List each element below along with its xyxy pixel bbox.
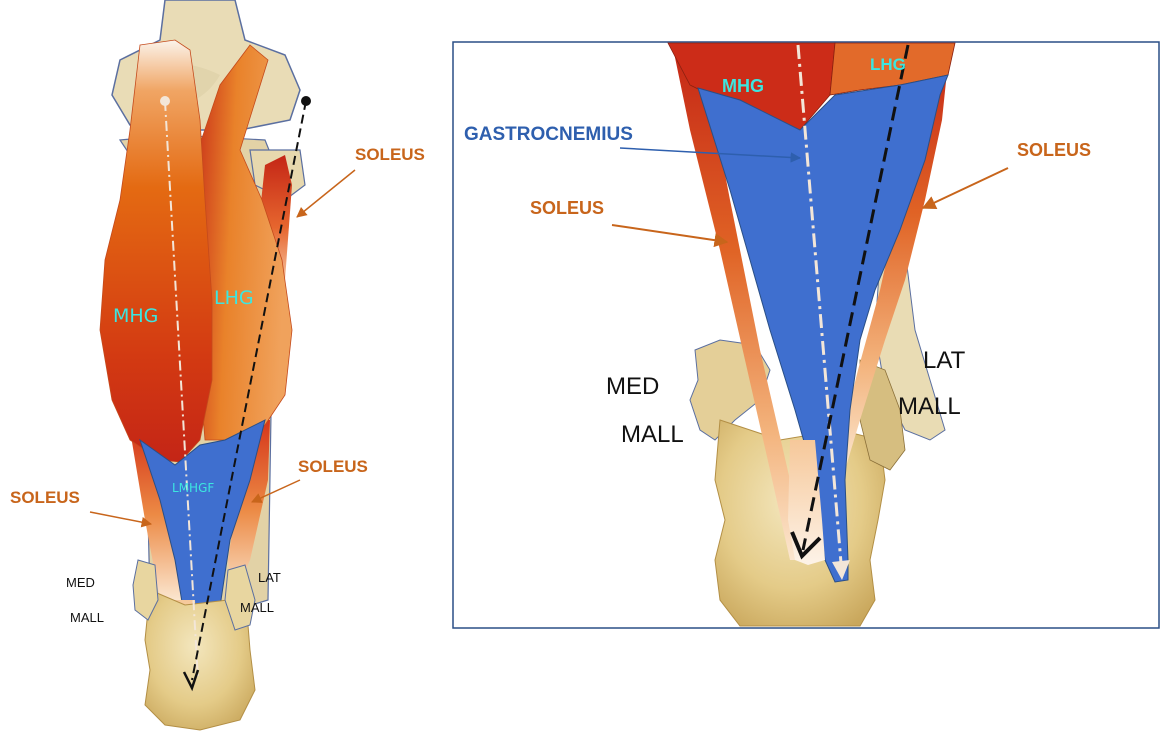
inset-label-lat: LAT <box>923 347 966 374</box>
left-calf-view: MHG LHG LMHGF SOLEUS SOLEUS SOLEUS MED M… <box>10 0 425 730</box>
label-med: MED <box>66 575 95 590</box>
soleus-left-arrow <box>90 512 151 524</box>
inset-zoom-view: MHG LHG GASTROCNEMIUS SOLEUS SOLEUS MED … <box>453 42 1159 628</box>
inset-label-mall-med: MALL <box>621 421 684 448</box>
label-soleus-top-right: SOLEUS <box>355 145 425 164</box>
label-soleus-left: SOLEUS <box>10 488 80 507</box>
inset-label-lhg: LHG <box>870 55 906 74</box>
soleus-top-arrow <box>297 170 355 217</box>
label-lhg: LHG <box>214 287 254 309</box>
inset-label-soleus-left: SOLEUS <box>530 198 604 218</box>
inset-label-soleus-right: SOLEUS <box>1017 140 1091 160</box>
inset-label-mall-lat: MALL <box>898 393 961 420</box>
label-mall-med: MALL <box>70 610 104 625</box>
label-lat: LAT <box>258 570 281 585</box>
inset-label-mhg: MHG <box>722 76 764 96</box>
inset-label-gastrocnemius: GASTROCNEMIUS <box>464 124 633 145</box>
label-mall-lat: MALL <box>240 600 274 615</box>
label-soleus-mid-right: SOLEUS <box>298 457 368 476</box>
label-mhg: MHG <box>113 305 158 327</box>
label-lmhgf: LMHGF <box>172 481 214 495</box>
inset-label-med: MED <box>606 373 659 400</box>
